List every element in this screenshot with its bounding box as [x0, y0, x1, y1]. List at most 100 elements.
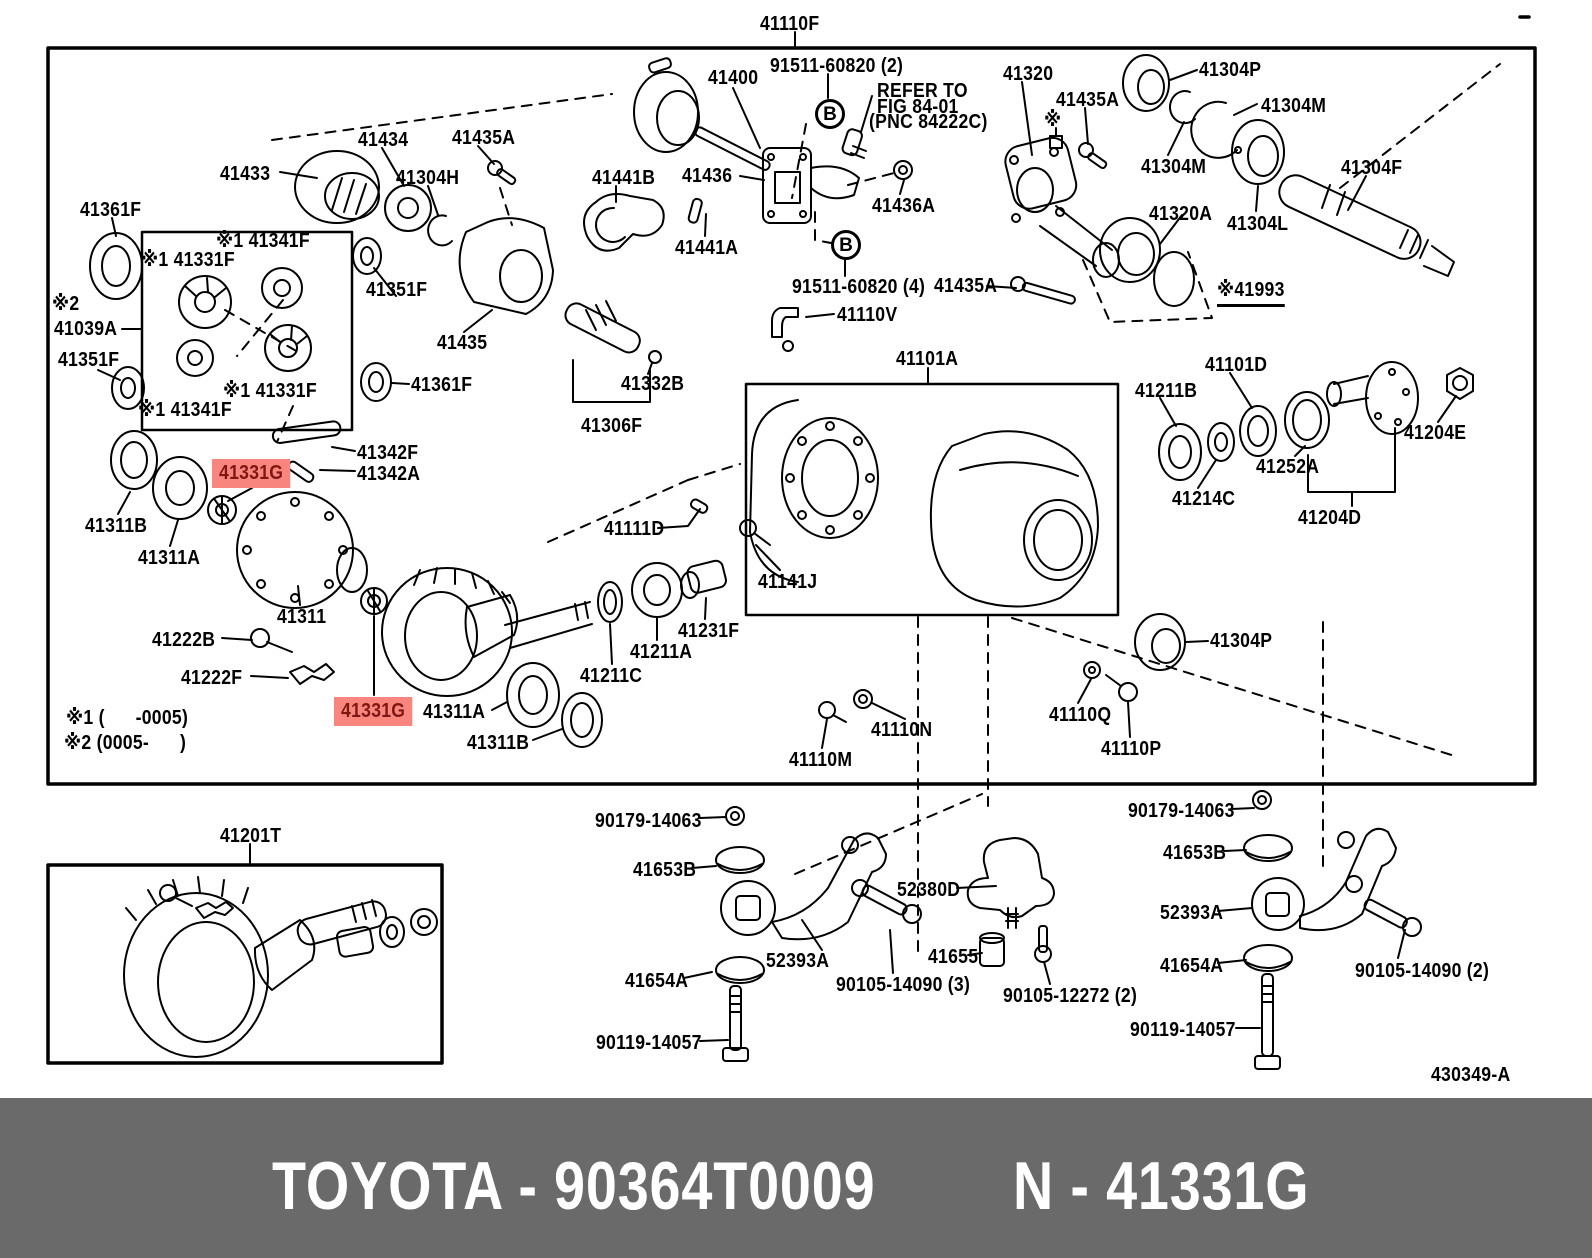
part-label: 41101D	[1205, 354, 1268, 376]
frame-boxes	[46, 15, 1537, 1065]
highlighted-part-label: 41331G	[212, 459, 291, 488]
part-label: 41110P	[1101, 738, 1162, 760]
part-label: 41304L	[1227, 213, 1289, 235]
part-label: 41110Q	[1049, 704, 1112, 726]
part-label: 41361F	[411, 374, 473, 396]
part-label: 90179-14063	[595, 810, 702, 832]
part-label: 41435A	[1056, 89, 1120, 111]
part-label: 41304F	[1341, 157, 1403, 179]
part-label: 41311A	[423, 701, 486, 723]
part-label: 41433	[220, 163, 271, 185]
part-label: ※1 41341F	[216, 230, 310, 252]
part-label: 41653B	[1163, 842, 1227, 864]
part-label: 41304P	[1210, 630, 1273, 652]
drawing-ball-joint	[966, 837, 1055, 967]
callout-marker: B	[815, 99, 845, 129]
banner-part-code: N - 41331G	[1013, 1148, 1310, 1224]
drawing-breather-shaft	[564, 300, 799, 364]
part-label: 41320A	[1149, 203, 1213, 225]
part-label: 41311A	[138, 547, 201, 569]
drawing-coupling-cluster	[89, 150, 554, 410]
part-label: 41201T	[220, 825, 282, 847]
part-label: 91511-60820 (2)	[770, 55, 904, 77]
part-label: 41110N	[871, 719, 933, 741]
part-label: 41211B	[1135, 380, 1198, 402]
part-label: 41436A	[872, 195, 936, 217]
part-label: 41101A	[896, 348, 959, 370]
part-label: 41214C	[1172, 488, 1236, 510]
part-label: 41211A	[630, 641, 693, 663]
part-label: 41434	[358, 129, 409, 151]
part-label: 41110V	[837, 304, 898, 326]
part-label: 41252A	[1256, 456, 1320, 478]
part-label: 41342A	[357, 463, 421, 485]
highlighted-part-label: 41331G	[334, 697, 413, 726]
part-label: 41435A	[452, 127, 516, 149]
part-label: (PNC 84222C)	[869, 111, 988, 133]
part-label: 41304H	[396, 167, 460, 189]
part-label: 52393A	[1160, 902, 1224, 924]
part-label: 41311	[277, 606, 327, 628]
part-label: ※2	[52, 293, 80, 315]
part-label: 41222B	[152, 629, 216, 651]
part-label: 90179-14063	[1128, 800, 1235, 822]
part-number-banner: TOYOTA - 90364T0009 N - 41331G	[0, 1098, 1592, 1258]
part-label: 41204E	[1404, 422, 1467, 444]
drawing-ring-gear-kit	[123, 876, 438, 1058]
part-label: ※1 ( -0005)	[66, 707, 189, 729]
part-label: 90119-14057	[1130, 1019, 1236, 1041]
part-label: 41400	[708, 67, 759, 89]
part-label: 90105-14090 (3)	[836, 974, 971, 996]
part-label: 41441B	[592, 167, 656, 189]
part-label: 41342F	[357, 442, 419, 464]
part-label: 41111D	[604, 518, 665, 540]
drawing-case-hardware	[818, 613, 1186, 723]
part-label: 41311B	[467, 732, 530, 754]
drawing-axle-hub-parts	[1158, 361, 1474, 481]
part-label: 41039A	[54, 318, 118, 340]
drawing-actuator-fork	[583, 57, 913, 252]
part-label: 41361F	[80, 199, 142, 221]
part-label: 41110M	[789, 749, 853, 771]
drawing-diff-case-ring-gear	[110, 420, 727, 748]
drawing-mount-bracket-right	[1243, 790, 1422, 1070]
part-label: REFER TO	[877, 80, 968, 102]
part-label: 41304P	[1199, 59, 1262, 81]
part-label: 41654A	[1160, 955, 1224, 977]
part-label: 41654A	[625, 970, 689, 992]
part-label: ※1 41331F	[141, 249, 235, 271]
drawing-carrier-housing	[689, 399, 1099, 608]
part-label: ※41993	[1217, 280, 1285, 307]
part-label: 41435	[437, 332, 488, 354]
part-label: FIG 84-01	[877, 96, 959, 118]
part-label: 41351F	[366, 279, 428, 301]
part-label: 41351F	[58, 349, 120, 371]
part-label: 41222F	[181, 667, 243, 689]
leader-lines	[97, 31, 1457, 1042]
part-label: 41436	[682, 165, 733, 187]
part-label: 41435A	[934, 275, 998, 297]
part-label: 41311B	[85, 515, 148, 537]
construction-lines	[224, 63, 1501, 953]
part-label: 41304M	[1261, 95, 1327, 117]
part-label: 41655	[928, 946, 979, 968]
part-label: 41653B	[633, 859, 697, 881]
banner-brand-part-number: TOYOTA - 90364T0009	[272, 1148, 876, 1224]
part-label: 41204D	[1298, 507, 1362, 529]
part-label: 41211C	[580, 665, 643, 687]
part-label: 41320	[1003, 63, 1054, 85]
part-label: 41332B	[621, 373, 685, 395]
drawing-flange-shaft	[1004, 54, 1455, 307]
drawing-mount-bracket-left	[715, 806, 922, 1062]
part-label: 90105-12272 (2)	[1003, 985, 1138, 1007]
part-label: 41141J	[758, 571, 818, 593]
part-label: 41110F	[760, 13, 820, 35]
part-label: 52380D	[897, 879, 961, 901]
part-label: 41231F	[678, 620, 740, 642]
part-label: 41441A	[675, 237, 739, 259]
part-label: ※1 41341F	[138, 399, 232, 421]
part-label: 52393A	[766, 950, 830, 972]
part-label: ※	[1044, 109, 1062, 131]
part-label: 90119-14057	[596, 1032, 702, 1054]
